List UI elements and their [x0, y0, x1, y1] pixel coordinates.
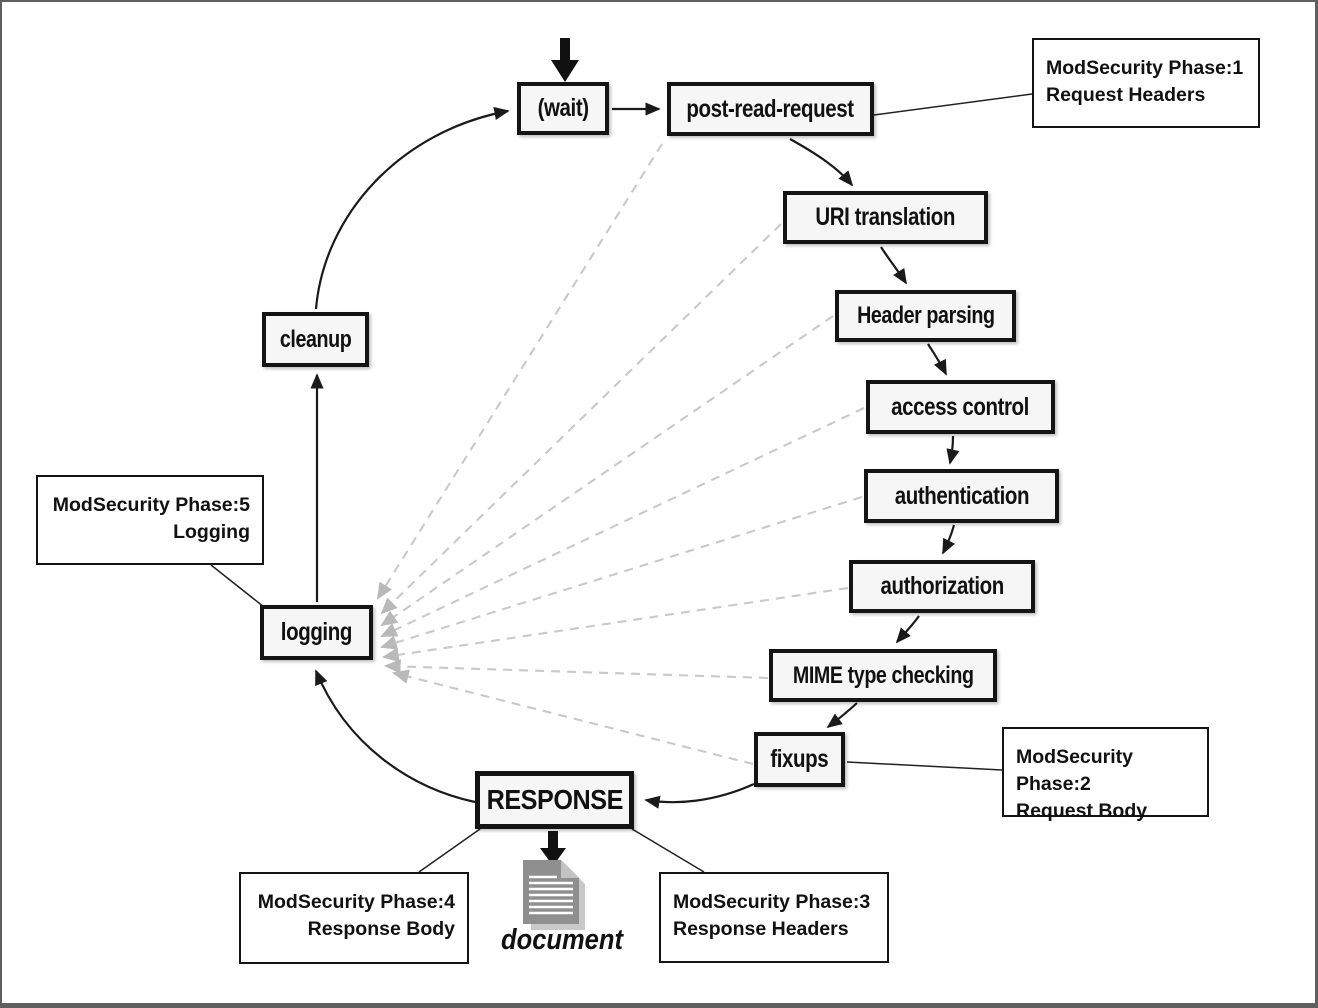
callout-phase1: ModSecurity Phase:1 Request Headers [1032, 38, 1260, 128]
edge-uri-to-header [880, 246, 907, 285]
edge-header-to-access [927, 343, 947, 376]
node-cleanup-label: cleanup [279, 325, 352, 353]
node-response: RESPONSE [475, 771, 634, 829]
node-post-read-request-label: post-read-request [686, 94, 855, 123]
edge-postread-to-uri [789, 138, 854, 187]
callout-phase4-line1: ModSecurity Phase:4 [257, 891, 455, 913]
dashed-authz-to-logging [381, 586, 849, 663]
document-label: document [501, 924, 623, 956]
node-authorization-label: authorization [880, 572, 1004, 600]
edge-response-to-logging [314, 669, 476, 804]
callout-phase3-line1: ModSecurity Phase:3 [673, 891, 871, 913]
node-uri-translation-label: URI translation [815, 203, 956, 231]
node-logging: logging [260, 605, 373, 660]
callout-phase5-line2: Logging [173, 520, 250, 543]
dashed-access-to-logging [380, 407, 865, 637]
dashed-fixups-to-logging [391, 669, 754, 766]
callout-phase2-line2: Request Body [1016, 799, 1148, 822]
callout-phase5-line1: ModSecurity Phase:5 [52, 494, 250, 516]
node-post-read-request: post-read-request [667, 82, 874, 136]
edge-authn-to-authz [942, 524, 956, 555]
edge-cleanup-to-wait [314, 107, 510, 310]
dashed-uri-to-logging [380, 223, 782, 615]
callout-phase2: ModSecurity Phase:2 Request Body [1002, 727, 1209, 822]
node-authentication: authentication [864, 469, 1059, 523]
dashed-authn-to-logging [379, 495, 863, 650]
node-access-control-label: access control [891, 392, 1030, 421]
node-response-label: RESPONSE [486, 784, 623, 815]
edge-access-to-authn [946, 435, 960, 465]
edge-authz-to-mime [895, 615, 920, 644]
node-logging-label: logging [280, 618, 353, 646]
node-fixups-label: fixups [770, 745, 829, 773]
node-fixups: fixups [754, 732, 845, 787]
node-authorization: authorization [849, 560, 1035, 613]
callout-phase3-line2: Response Headers [673, 917, 849, 940]
node-header-parsing: Header parsing [835, 290, 1016, 342]
link-phase5-to-logging [210, 564, 265, 608]
callout-phase1-line1: ModSecurity Phase:1 [1046, 57, 1244, 79]
callout-phase2-line1: ModSecurity Phase:2 [1016, 746, 1134, 795]
link-response-to-phase3 [631, 828, 705, 873]
callout-phase4-line2: Response Body [307, 917, 455, 940]
node-cleanup: cleanup [262, 312, 369, 367]
node-wait: (wait) [517, 82, 609, 135]
dashed-mime-to-logging [383, 659, 769, 680]
edge-fixups-to-response [644, 782, 755, 809]
node-mime-type-checking-label: MIME type checking [792, 661, 974, 689]
callout-phase5: ModSecurity Phase:5 Logging [36, 475, 264, 565]
node-header-parsing-label: Header parsing [856, 302, 995, 329]
dashed-postread-to-logging [376, 143, 663, 600]
callout-phase4: ModSecurity Phase:4 Response Body [239, 872, 469, 964]
response-to-document-arrow-icon [540, 831, 566, 866]
node-authentication-label: authentication [894, 481, 1029, 510]
entry-arrow-icon [551, 38, 579, 82]
link-postread-to-phase1 [873, 93, 1033, 116]
edge-mime-to-fixups [826, 702, 858, 729]
node-mime-type-checking: MIME type checking [769, 649, 997, 702]
link-response-to-phase4 [418, 828, 481, 873]
callout-phase3: ModSecurity Phase:3 Response Headers [659, 872, 889, 963]
node-wait-label: (wait) [537, 94, 589, 122]
node-access-control: access control [866, 380, 1055, 434]
callout-phase1-line2: Request Headers [1046, 83, 1206, 106]
dashed-header-to-logging [380, 315, 834, 627]
link-fixups-to-phase2 [846, 761, 1003, 771]
node-uri-translation: URI translation [783, 191, 988, 244]
document-icon [523, 860, 589, 937]
